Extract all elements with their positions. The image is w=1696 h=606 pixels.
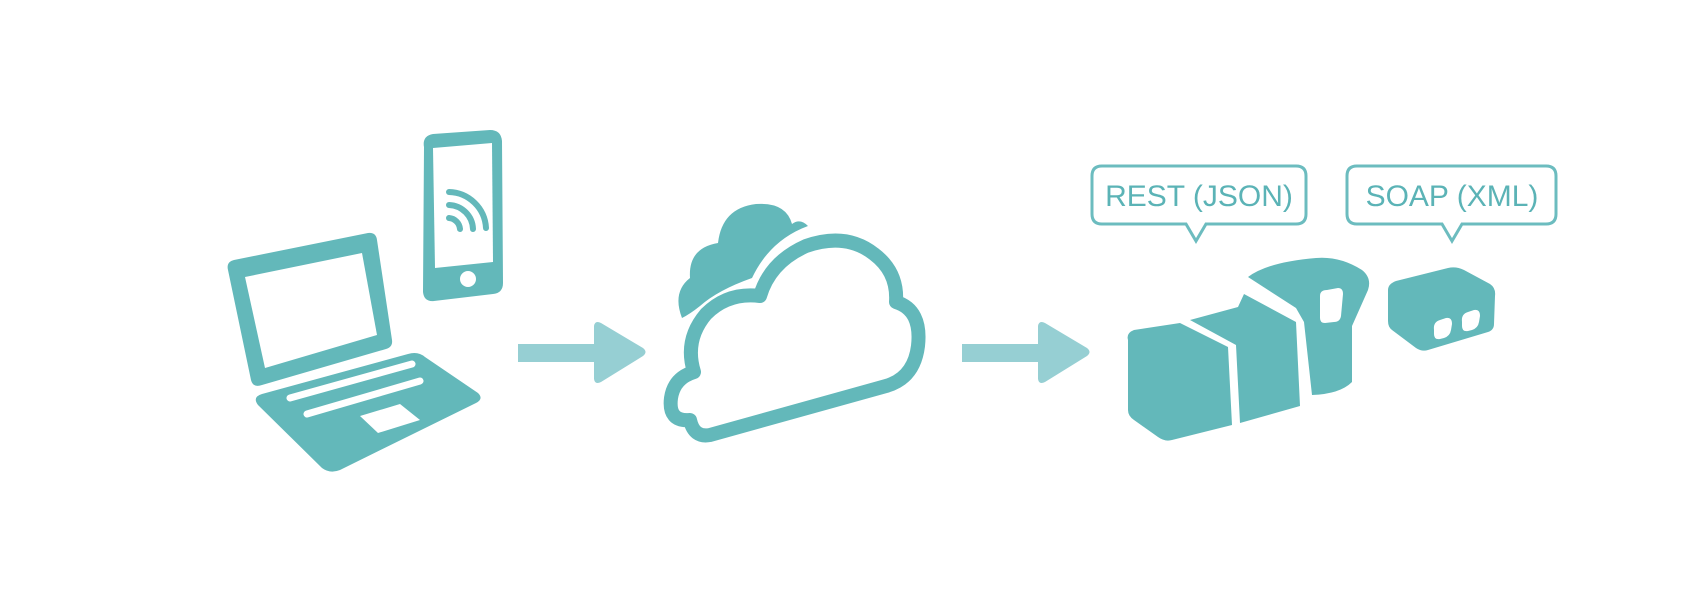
server-box-icon <box>1388 267 1496 351</box>
rest-json-label: REST (JSON) <box>1105 180 1293 213</box>
laptop-icon <box>227 232 481 472</box>
soap-xml-bubble: SOAP (XML) <box>1345 164 1558 244</box>
rest-json-bubble: REST (JSON) <box>1090 164 1308 244</box>
cloud-icon <box>663 203 926 443</box>
server-blocks-icon <box>1127 257 1370 441</box>
smartphone-wifi-icon <box>423 130 503 302</box>
arrow-cloud-to-services <box>962 322 1090 383</box>
arrow-clients-to-cloud <box>518 322 646 383</box>
soap-xml-label: SOAP (XML) <box>1366 180 1539 213</box>
wifi-icon <box>446 189 489 232</box>
